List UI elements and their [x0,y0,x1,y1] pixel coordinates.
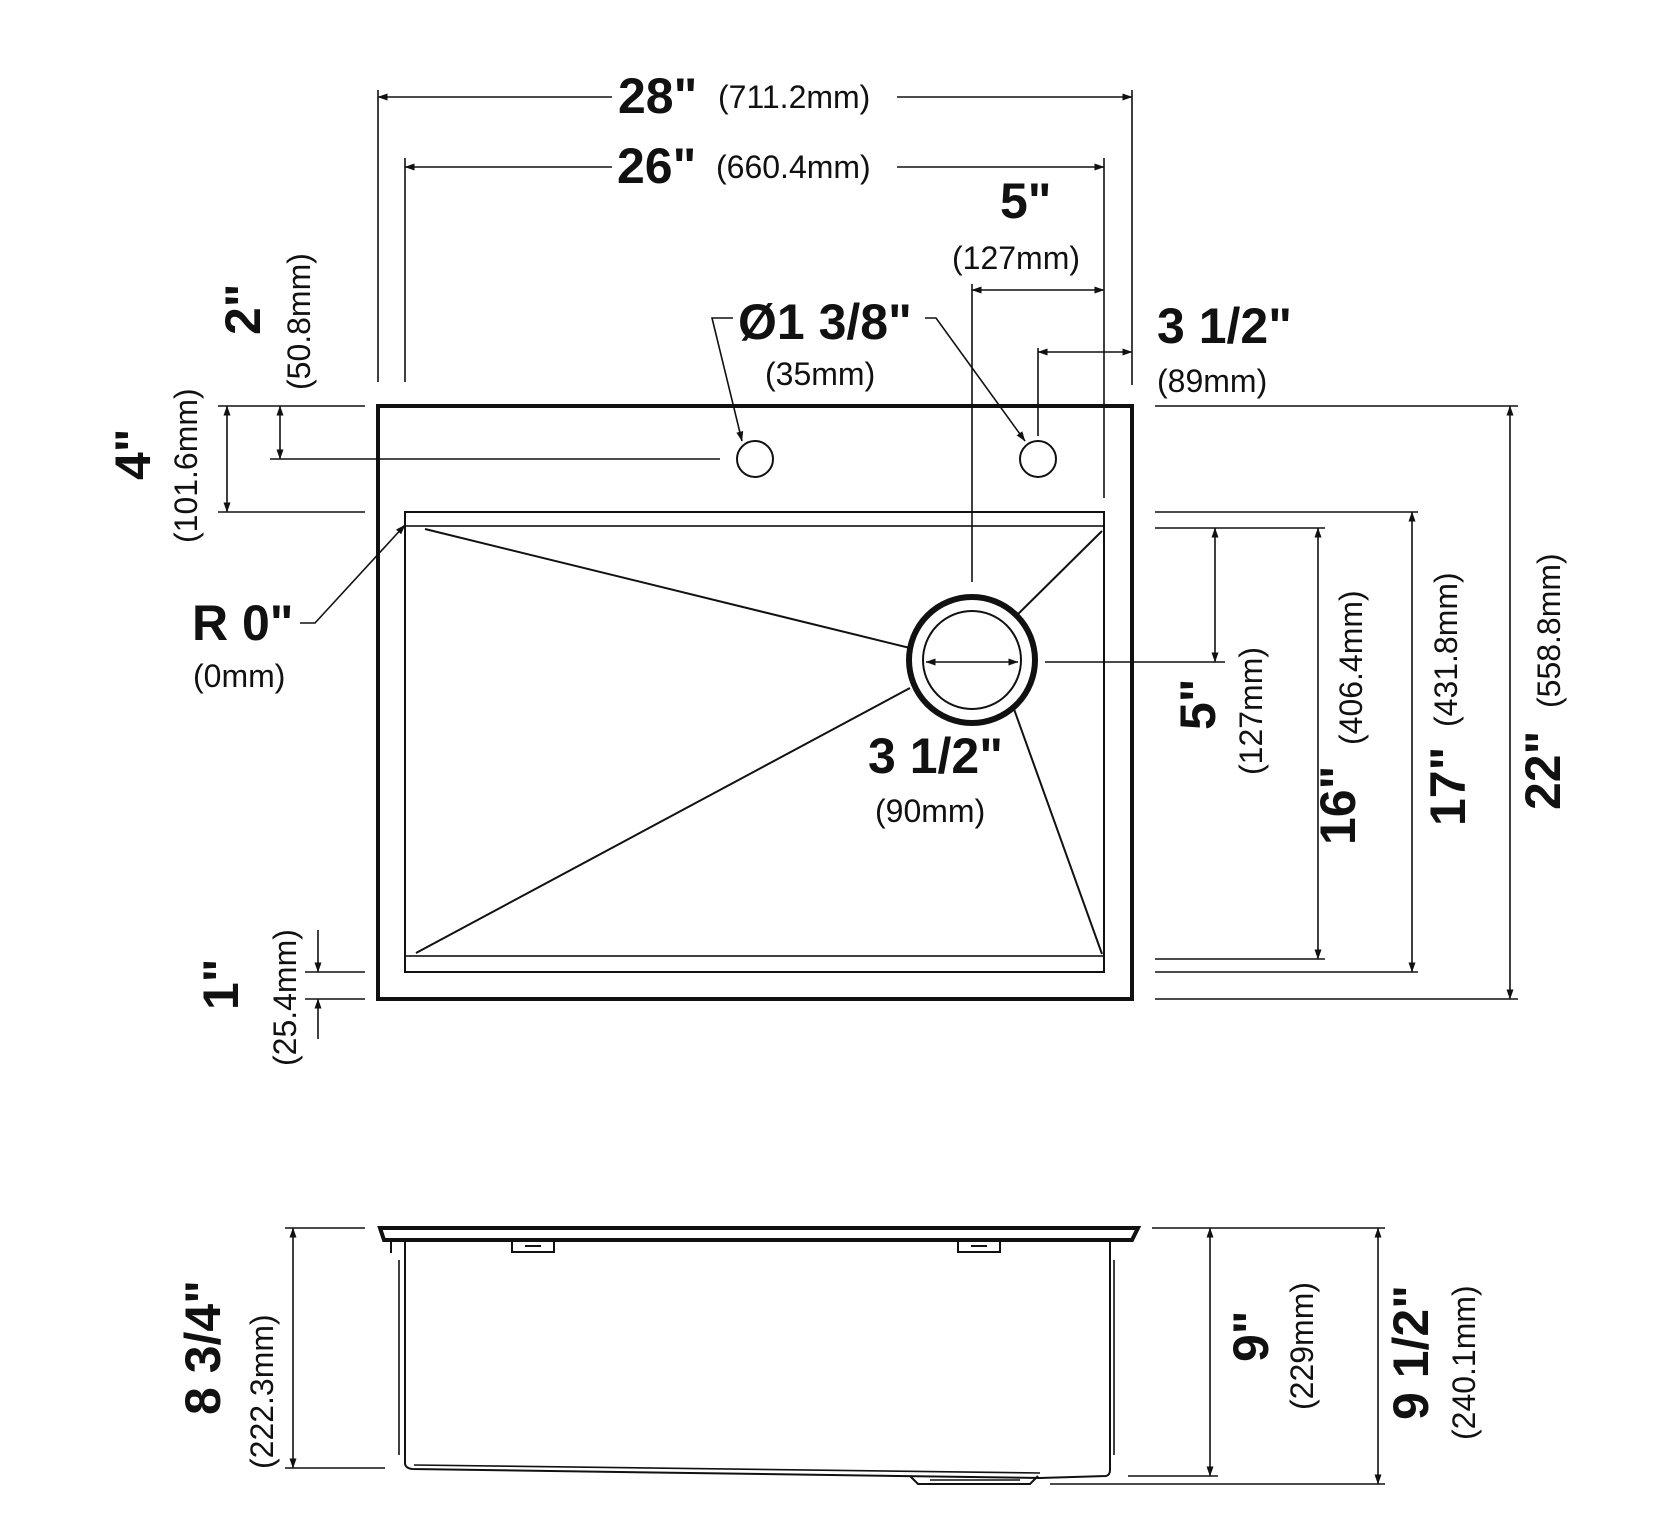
hole-leader-left [710,317,744,442]
outer-depth-mm: (431.8mm) [1428,572,1464,727]
hole-diameter-in: Ø1 3/8" [738,294,912,350]
mounting-clip-left [511,1239,555,1253]
bowl-height-mm: (222.3mm) [244,1314,280,1469]
drain-inner [922,610,1022,710]
radius-mm: (0mm) [193,658,285,694]
drain-diameter-mm: (90mm) [875,793,985,829]
overall-depth-in: 22" [1515,731,1571,810]
front-rim-mm: (25.4mm) [267,929,303,1066]
inner-depth-mm: (406.4mm) [1333,590,1369,745]
drain-diameter-in: 3 1/2" [868,728,1003,784]
overall-height-mm: (240.1mm) [1446,1285,1482,1440]
side-bowl-body [404,1240,1111,1480]
deck-depth-in: 4" [105,428,161,480]
sink-outer-rim [376,404,1134,1001]
side-view: 8 3/4" (222.3mm) 9" (229mm) 9 1/2" (240.… [175,1226,1482,1485]
drain-from-back-mm: (127mm) [1233,647,1269,775]
outer-depth-in: 17" [1420,747,1476,826]
bowl-width-in: 26" [617,138,696,194]
hole-leader-right [925,317,1026,442]
overall-width-in: 28" [618,68,697,124]
hole-from-top-mm: (50.8mm) [281,253,317,390]
drain-outer [906,594,1038,726]
bowl-ledge [404,525,1105,957]
overall-depth-mm: (558.8mm) [1531,553,1567,708]
inner-depth-in: 16" [1310,766,1366,845]
radius-in: R 0" [192,595,294,651]
deck-depth-mm: (101.6mm) [168,388,204,543]
bowl-height-in: 8 3/4" [175,1280,231,1415]
hole-offset-in: 3 1/2" [1157,298,1292,354]
bowl-width-mm: (660.4mm) [716,149,871,185]
bowl-slope-lines [415,528,1103,955]
overall-width-mm: (711.2mm) [718,79,870,115]
hole-diameter-mm: (35mm) [765,356,875,392]
radius-leader [300,524,406,624]
drain-height-in: 9" [1223,1310,1279,1362]
faucet-spacing-in: 5" [1000,173,1052,229]
faucet-hole-left [736,440,774,478]
drain-from-back-in: 5" [1170,678,1226,730]
top-view: 28" (711.2mm) 26" (660.4mm) 5" (127mm) 3… [105,68,1571,1066]
faucet-spacing-mm: (127mm) [952,240,1080,276]
front-rim-in: 1" [193,958,249,1010]
side-drain [909,1475,1039,1485]
drain-height-mm: (229mm) [1284,1282,1320,1410]
mounting-clip-right [957,1239,1001,1253]
hole-from-top-in: 2" [215,283,271,335]
side-flange [377,1226,1142,1242]
overall-height-in: 9 1/2" [1383,1285,1439,1420]
hole-offset-mm: (89mm) [1157,363,1267,399]
faucet-hole-right [1019,440,1057,478]
